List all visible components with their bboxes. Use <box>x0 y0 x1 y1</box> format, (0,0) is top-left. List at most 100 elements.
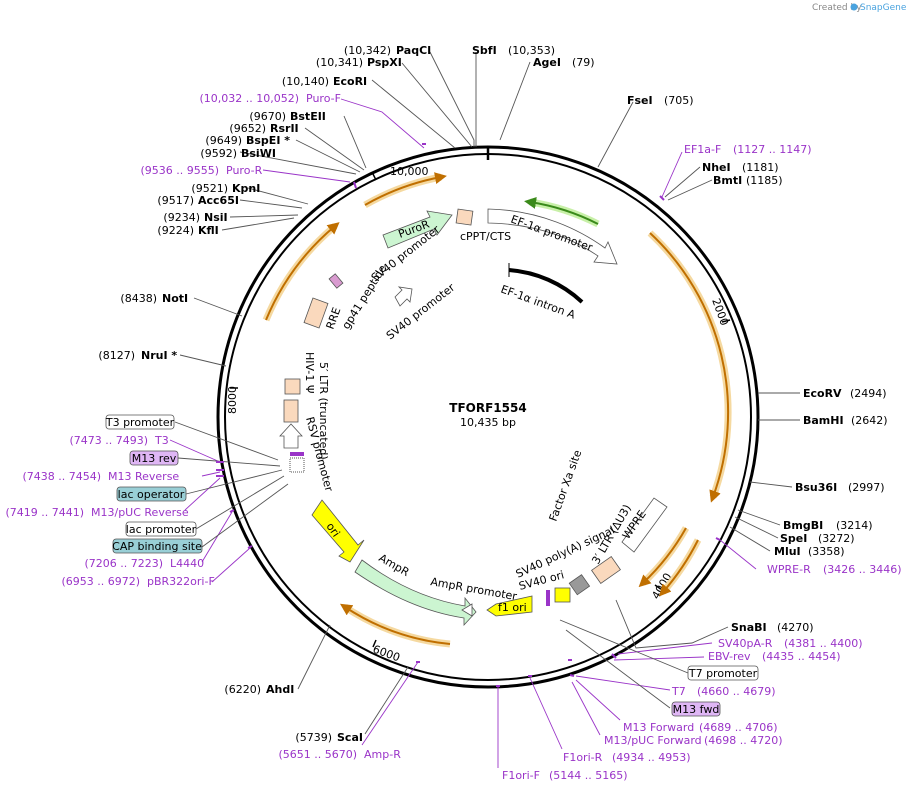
feature-wpre-box <box>621 497 668 553</box>
svg-text:Puro-R: Puro-R <box>226 164 263 177</box>
svg-text:NruI *: NruI * <box>141 349 177 362</box>
feature-rsv-arrow <box>279 423 303 449</box>
svg-text:(7438 .. 7454): (7438 .. 7454) <box>22 470 101 483</box>
feature-cppt-box <box>455 208 474 226</box>
feature-rre-box <box>303 297 329 329</box>
site-leader-lines <box>179 51 800 735</box>
svg-text:(6953 .. 6972): (6953 .. 6972) <box>61 575 140 588</box>
svg-text:T3: T3 <box>154 434 169 447</box>
svg-text:(9652): (9652) <box>229 122 266 135</box>
svg-text:f1 ori: f1 ori <box>498 601 527 614</box>
box-m13-rev: M13 rev <box>129 450 179 466</box>
svg-text:(8438): (8438) <box>120 292 157 305</box>
svg-text:(9517): (9517) <box>157 194 194 207</box>
feature-ef1a-intron-arc <box>508 268 584 304</box>
svg-text:EcoRI: EcoRI <box>333 75 367 88</box>
feature-gp41-label: gp41 peptide <box>340 262 390 331</box>
svg-text:BspEI *: BspEI * <box>246 134 290 147</box>
svg-text:M13 rev: M13 rev <box>132 452 177 465</box>
feature-ltr3-box <box>591 556 621 584</box>
box-t7-promoter: T7 promoter <box>687 665 759 681</box>
svg-text:(2494): (2494) <box>850 387 887 400</box>
svg-text:SpeI: SpeI <box>780 532 807 545</box>
svg-text:(3358): (3358) <box>808 545 845 558</box>
svg-text:M13 Forward: M13 Forward <box>623 721 694 734</box>
svg-text:T3 promoter: T3 promoter <box>105 416 175 429</box>
svg-text:(2642): (2642) <box>851 414 888 427</box>
svg-text:(7206 .. 7223): (7206 .. 7223) <box>84 557 163 570</box>
svg-text:(3214): (3214) <box>836 519 873 532</box>
svg-text:ScaI: ScaI <box>337 731 363 744</box>
feature-rre-label: RRE <box>324 306 344 331</box>
svg-text:NsiI: NsiI <box>204 211 228 224</box>
svg-text:(10,140): (10,140) <box>282 75 329 88</box>
feature-ampr-promoter-arrow <box>461 603 473 617</box>
svg-text:(3272): (3272) <box>818 532 855 545</box>
svg-text:EF1a-F: EF1a-F <box>684 143 721 156</box>
svg-text:L4440: L4440 <box>170 557 204 570</box>
svg-text:T7: T7 <box>671 685 686 698</box>
feature-lac-marker <box>289 457 305 473</box>
primer-leader-lines <box>169 98 757 768</box>
svg-text:CAP binding site: CAP binding site <box>112 540 202 553</box>
feature-f1ori: f1 ori <box>486 595 533 617</box>
feature-cppt-label: cPPT/CTS <box>460 230 511 243</box>
svg-text:M13 Reverse: M13 Reverse <box>108 470 179 483</box>
orf-arrows <box>262 172 732 648</box>
svg-text:(3426 .. 3446): (3426 .. 3446) <box>823 563 902 576</box>
svg-text:T7 promoter: T7 promoter <box>688 667 758 680</box>
feature-primer-mark <box>546 590 550 606</box>
feature-factor-xa-label: Factor Xa site <box>547 448 585 523</box>
feature-sv40-ori-box <box>554 587 571 603</box>
svg-text:F1ori-F: F1ori-F <box>502 769 540 782</box>
svg-text:(5651 .. 5670): (5651 .. 5670) <box>278 748 357 761</box>
svg-text:BamHI: BamHI <box>803 414 844 427</box>
svg-text:F1ori-R: F1ori-R <box>563 751 603 764</box>
svg-text:MluI: MluI <box>774 545 801 558</box>
svg-text:EBV-rev: EBV-rev <box>708 650 751 663</box>
svg-text:Bsu36I: Bsu36I <box>795 481 837 494</box>
svg-text:(4689 .. 4706): (4689 .. 4706) <box>699 721 778 734</box>
svg-text:SnaBI: SnaBI <box>731 621 767 634</box>
svg-text:(4698 .. 4720): (4698 .. 4720) <box>704 734 783 747</box>
brand-text: SnapGene <box>860 3 907 13</box>
svg-text:PspXI: PspXI <box>367 56 402 69</box>
feature-sv40-arrow <box>394 286 413 307</box>
snapgene-logo-icon <box>850 3 858 11</box>
svg-text:(6220): (6220) <box>224 683 261 696</box>
svg-text:M13 fwd: M13 fwd <box>673 703 720 716</box>
svg-text:SV40pA-R: SV40pA-R <box>718 637 773 650</box>
svg-text:(4934 .. 4953): (4934 .. 4953) <box>612 751 691 764</box>
svg-text:(4270): (4270) <box>777 621 814 634</box>
svg-text:(5144 .. 5165): (5144 .. 5165) <box>549 769 628 782</box>
feature-ampr-promoter-label: AmpR promoter <box>429 575 518 603</box>
svg-text:(10,341): (10,341) <box>316 56 363 69</box>
tick-10000: 10,000 <box>390 165 429 178</box>
svg-text:(9670): (9670) <box>249 110 286 123</box>
svg-text:AgeI: AgeI <box>533 56 561 69</box>
tick-8000: 8000 <box>226 386 239 414</box>
svg-text:M13/pUC Forward: M13/pUC Forward <box>604 734 702 747</box>
box-lac-promoter: lac promoter <box>125 521 197 537</box>
svg-text:M13/pUC Reverse: M13/pUC Reverse <box>91 506 189 519</box>
svg-text:(8127): (8127) <box>98 349 135 362</box>
svg-text:PaqCI: PaqCI <box>396 44 431 57</box>
svg-text:Amp-R: Amp-R <box>364 748 401 761</box>
svg-text:EcoRV: EcoRV <box>803 387 842 400</box>
svg-text:(1181): (1181) <box>742 161 779 174</box>
svg-text:(4660 .. 4679): (4660 .. 4679) <box>697 685 776 698</box>
svg-text:lac operator: lac operator <box>118 488 185 501</box>
svg-text:WPRE-R: WPRE-R <box>767 563 811 576</box>
svg-text:(9536 .. 9555): (9536 .. 9555) <box>140 164 219 177</box>
box-leader-lines <box>174 421 689 709</box>
svg-text:(10,032 .. 10,052): (10,032 .. 10,052) <box>199 92 299 105</box>
svg-text:(9224): (9224) <box>157 224 194 237</box>
svg-text:(1127 .. 1147): (1127 .. 1147) <box>733 143 812 156</box>
feature-hiv-psi-label: HIV-1 Ψ <box>303 352 316 394</box>
primer-ticks <box>216 143 721 687</box>
feature-sv40-promoter-2: SV40 promoter <box>384 281 458 343</box>
feature-ltr5-label: 5′ LTR (truncated) <box>317 362 330 460</box>
box-t3-promoter: T3 promoter <box>105 414 175 430</box>
svg-text:(2997): (2997) <box>848 481 885 494</box>
